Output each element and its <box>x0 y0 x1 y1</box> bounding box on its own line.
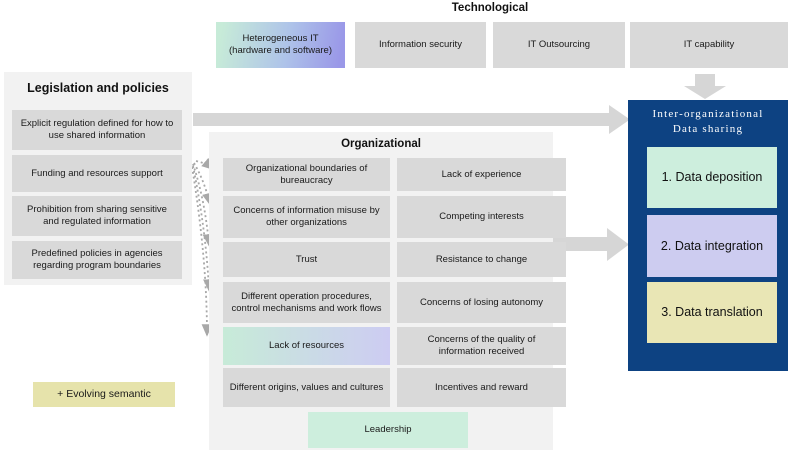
stage-data-deposition: 1. Data deposition <box>647 147 777 208</box>
stage-data-integration: 2. Data integration <box>647 215 777 277</box>
org-item-lack-of-resources: Lack of resources <box>223 327 390 365</box>
legislation-item-explicit-regulation: Explicit regulation defined for how to u… <box>12 110 182 150</box>
org-row-4: Different operation procedures, control … <box>223 282 566 323</box>
dotted-arrow-2 <box>193 162 213 206</box>
arrow-legislation-to-datasharing <box>193 105 630 134</box>
org-item-boundaries-bureaucracy: Organizational boundaries of bureaucracy <box>223 158 390 191</box>
technological-title: Technological <box>451 2 529 14</box>
org-item-losing-autonomy: Concerns of losing autonomy <box>397 282 566 323</box>
dotted-arrow-5 <box>191 166 213 337</box>
arrow-organizational-to-datasharing <box>553 228 629 261</box>
data-sharing-panel: Inter-organizational Data sharing 1. Dat… <box>628 100 788 371</box>
org-row-1: Organizational boundaries of bureaucracy… <box>223 158 566 191</box>
org-item-incentives-and-reward: Incentives and reward <box>397 368 566 407</box>
org-item-resistance-to-change: Resistance to change <box>397 242 566 277</box>
org-row-5: Lack of resources Concerns of the qualit… <box>223 327 566 365</box>
legislation-item-predefined-policies: Predefined policies in agencies regardin… <box>12 241 182 279</box>
legislation-panel: Legislation and policies Explicit regula… <box>4 72 192 285</box>
org-item-quality-of-information: Concerns of the quality of information r… <box>397 327 566 365</box>
dotted-arrow-3 <box>192 163 214 247</box>
legislation-item-prohibition-sensitive: Prohibition from sharing sensitive and r… <box>12 196 182 236</box>
org-item-leadership: Leadership <box>308 412 468 448</box>
legislation-item-funding-support: Funding and resources support <box>12 155 182 192</box>
org-item-origins-values-cultures: Different origins, values and cultures <box>223 368 390 407</box>
tech-box-it-capability: IT capability <box>630 22 788 68</box>
org-item-information-misuse: Concerns of information misuse by other … <box>223 196 390 238</box>
tech-box-it-outsourcing: IT Outsourcing <box>493 22 625 68</box>
evolving-semantic-box: + Evolving semantic <box>33 382 175 407</box>
organizational-panel: Organizational Organizational boundaries… <box>209 132 566 450</box>
dotted-arrow-1 <box>195 157 215 171</box>
dotted-arrow-4 <box>192 165 214 292</box>
stage-data-translation: 3. Data translation <box>647 282 777 343</box>
org-row-2: Concerns of information misuse by other … <box>223 196 566 238</box>
org-item-trust: Trust <box>223 242 390 277</box>
legislation-title: Legislation and policies <box>27 81 169 95</box>
data-sharing-title: Inter-organizational Data sharing <box>628 107 788 137</box>
tech-box-information-security: Information security <box>355 22 486 68</box>
dotted-arrows-legislation-to-organizational <box>191 157 215 337</box>
org-item-competing-interests: Competing interests <box>397 196 566 238</box>
arrow-itcapability-to-datasharing <box>684 74 726 99</box>
org-row-6: Different origins, values and cultures I… <box>223 368 566 407</box>
org-item-lack-of-experience: Lack of experience <box>397 158 566 191</box>
data-sharing-title-line1: Inter-organizational <box>652 108 764 120</box>
tech-box-heterogeneous-it: Heterogeneous IT (hardware and software) <box>216 22 345 68</box>
org-row-3: Trust Resistance to change <box>223 242 566 277</box>
organizational-title: Organizational <box>341 138 421 150</box>
org-item-different-procedures: Different operation procedures, control … <box>223 282 390 323</box>
data-sharing-title-line2: Data sharing <box>672 122 744 135</box>
